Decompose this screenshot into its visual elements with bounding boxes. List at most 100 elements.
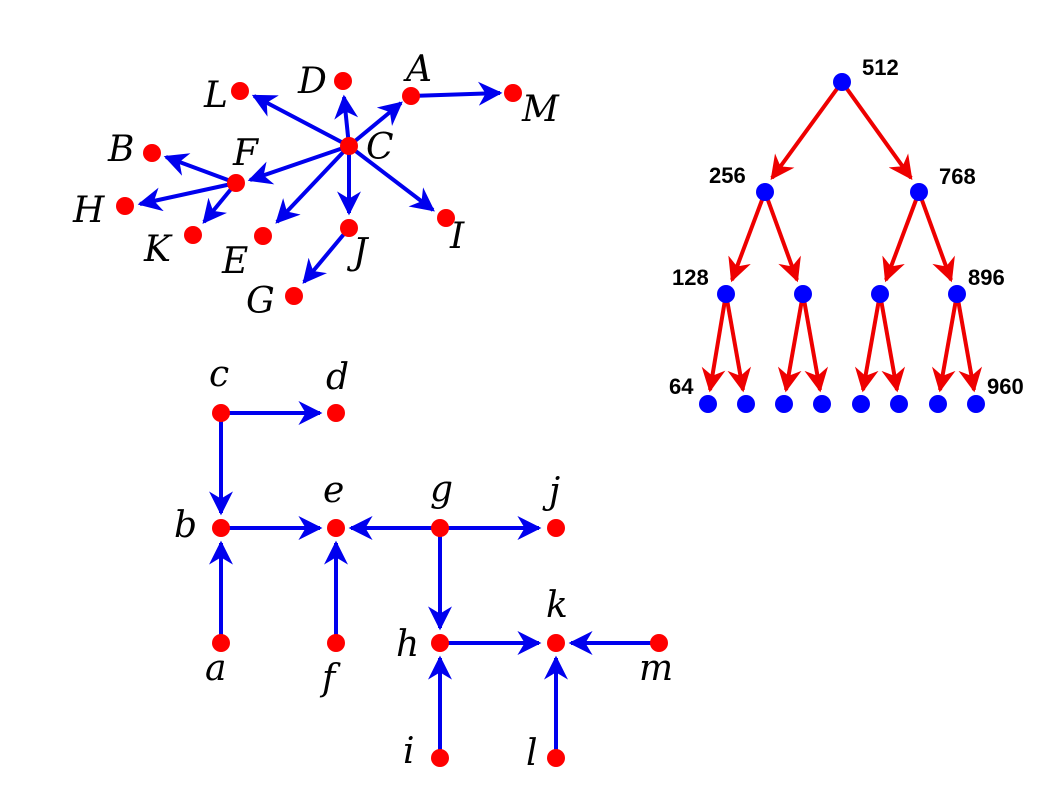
tree-label-960: 960 [987, 374, 1024, 399]
tree-label-64: 64 [669, 374, 694, 399]
node-D [334, 72, 352, 90]
node-J [340, 219, 358, 237]
label-h: h [396, 624, 419, 665]
label-k: k [546, 585, 568, 626]
label-C: C [366, 127, 394, 168]
label-j: j [542, 471, 560, 512]
label-J: J [346, 232, 370, 273]
node-E [254, 227, 272, 245]
binary-tree-edges [701, 80, 983, 393]
node-a [212, 634, 230, 652]
tree-label-256: 256 [709, 163, 746, 188]
tree-node-192 [737, 395, 755, 413]
edge-C-E [275, 144, 351, 224]
tree-label-768: 768 [939, 164, 976, 189]
star-graph: C A M D L F B H K E J G I [72, 49, 560, 322]
tree-node-704 [890, 395, 908, 413]
label-g: g [430, 469, 453, 510]
edge-256-384 [763, 191, 801, 283]
node-i [431, 749, 449, 767]
label-L: L [203, 75, 228, 116]
label-a: a [205, 648, 226, 689]
edge-640-576 [854, 293, 882, 393]
tree-node-640 [871, 285, 889, 303]
grid-graph: c d b e g j a f h k m i l [174, 354, 673, 774]
label-A: A [403, 49, 432, 90]
node-C [340, 137, 358, 155]
label-G: G [246, 281, 275, 322]
node-e [327, 519, 345, 537]
node-A [402, 87, 420, 105]
label-e: e [323, 470, 344, 511]
label-f: f [319, 658, 341, 699]
label-F: F [232, 133, 260, 174]
edge-C-L [251, 94, 350, 148]
label-d: d [326, 357, 349, 398]
node-I [437, 209, 455, 227]
edge-512-768 [840, 80, 913, 180]
node-M [504, 84, 522, 102]
label-K: K [143, 229, 173, 270]
tree-node-128 [717, 285, 735, 303]
label-l: l [526, 733, 538, 774]
tree-node-768 [910, 183, 928, 201]
node-f [327, 634, 345, 652]
edge-256-128 [728, 191, 767, 283]
tree-label-128: 128 [672, 265, 709, 290]
tree-node-832 [929, 395, 947, 413]
edge-896-960 [955, 293, 983, 393]
label-m: m [639, 648, 673, 689]
node-c [212, 404, 230, 422]
binary-tree-labels: 512 256 768 128 896 64 960 [669, 55, 1024, 399]
edge-768-896 [917, 191, 955, 283]
tree-node-384 [794, 285, 812, 303]
node-j [547, 519, 565, 537]
star-graph-labels: C A M D L F B H K E J G I [72, 49, 560, 322]
edge-128-192 [724, 293, 752, 393]
tree-node-320 [775, 395, 793, 413]
node-B [143, 144, 161, 162]
node-L [231, 82, 249, 100]
edge-512-256 [770, 80, 844, 180]
star-graph-nodes [116, 72, 522, 305]
node-G [285, 287, 303, 305]
node-l [547, 749, 565, 767]
label-b: b [174, 505, 197, 546]
label-c: c [209, 354, 229, 395]
label-H: H [72, 190, 105, 231]
node-g [431, 519, 449, 537]
tree-node-960 [967, 395, 985, 413]
tree-node-512 [833, 73, 851, 91]
edge-F-H [137, 181, 237, 212]
edge-F-B [163, 153, 237, 185]
node-b [212, 519, 230, 537]
tree-node-896 [948, 285, 966, 303]
tree-label-512: 512 [862, 55, 899, 80]
label-i: i [403, 731, 415, 772]
node-m [650, 634, 668, 652]
tree-node-448 [813, 395, 831, 413]
edge-128-64 [701, 293, 728, 393]
binary-tree: 512 256 768 128 896 64 960 [669, 55, 1024, 413]
label-M: M [521, 89, 560, 130]
tree-node-576 [852, 395, 870, 413]
edge-C-A [347, 101, 403, 148]
edge-C-I [347, 144, 435, 212]
node-d [327, 404, 345, 422]
node-h [431, 634, 449, 652]
tree-label-896: 896 [968, 265, 1005, 290]
edge-384-448 [801, 293, 829, 393]
node-F [227, 174, 245, 192]
label-I: I [449, 216, 465, 257]
binary-tree-nodes [699, 73, 985, 413]
grid-graph-labels: c d b e g j a f h k m i l [174, 354, 673, 774]
edge-768-640 [882, 191, 921, 283]
edge-640-704 [878, 293, 906, 393]
label-E: E [221, 241, 248, 282]
star-graph-edges [137, 81, 503, 284]
edge-384-320 [777, 293, 805, 393]
edge-896-832 [931, 293, 959, 393]
node-H [116, 197, 134, 215]
edge-C-F [247, 144, 350, 185]
